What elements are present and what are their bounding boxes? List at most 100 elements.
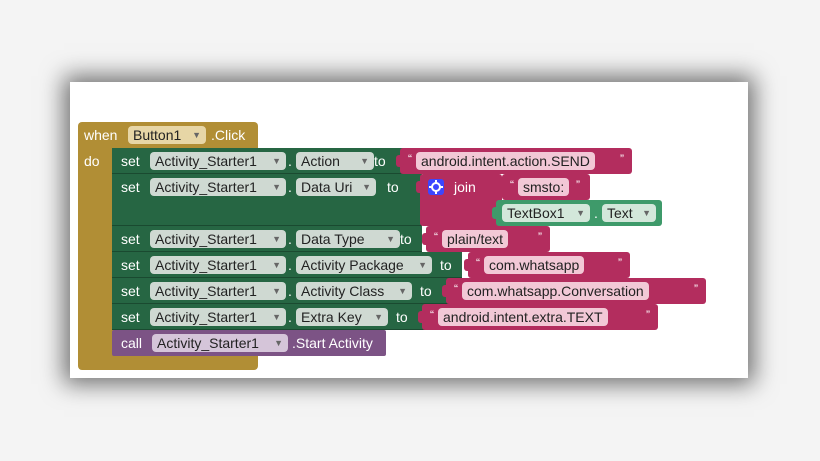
do-keyword: do [84,153,100,169]
component-dropdown[interactable]: Activity_Starter1 ▼ [150,230,286,248]
dropdown-arrow-icon: ▼ [398,286,407,296]
dropdown-arrow-icon: ▼ [272,182,281,192]
dot-separator: . [288,153,292,169]
set-keyword: set [121,231,140,247]
dot-separator: . [288,309,292,325]
start-activity-method-label: .Start Activity [292,335,373,351]
dropdown-arrow-icon: ▼ [272,260,281,270]
open-quote: “ [510,178,514,192]
close-quote: ” [620,152,624,166]
click-event-label: .Click [211,127,246,143]
property-dropdown[interactable]: Extra Key ▼ [296,308,388,326]
dot-separator: . [288,231,292,247]
open-quote: “ [476,256,480,270]
call-component-label: Activity_Starter1 [157,335,259,351]
to-keyword: to [440,257,452,273]
dropdown-arrow-icon: ▼ [386,234,395,244]
dot-separator: . [288,257,292,273]
text-literal-value[interactable]: com.whatsapp.Conversation [462,282,649,300]
to-keyword: to [400,231,412,247]
component-dropdown-label: Activity_Starter1 [155,309,257,325]
call-component-dropdown[interactable]: Activity_Starter1 ▼ [152,334,288,352]
set-keyword: set [121,283,140,299]
connector-tab [418,311,426,323]
dropdown-arrow-icon: ▼ [374,312,383,322]
button1-label: Button1 [133,127,182,143]
property-dropdown-label: Activity Package [301,257,404,273]
connector-tab [422,233,430,245]
set-keyword: set [121,257,140,273]
open-quote: “ [434,230,438,244]
dot-separator: . [594,205,598,221]
text-literal-value[interactable]: plain/text [442,230,509,248]
component-dropdown-label: Activity_Starter1 [155,231,257,247]
dropdown-arrow-icon: ▼ [274,338,283,348]
when-keyword: when [84,127,118,143]
dropdown-arrow-icon: ▼ [362,182,371,192]
component-dropdown[interactable]: Activity_Starter1 ▼ [150,178,286,196]
to-keyword: to [387,179,399,195]
dropdown-arrow-icon: ▼ [272,286,281,296]
call-keyword: call [121,335,143,351]
component-dropdown-label: Activity_Starter1 [155,153,257,169]
component-dropdown-label: Activity_Starter1 [155,257,257,273]
property-dropdown-label: Extra Key [301,309,362,325]
to-keyword: to [420,283,432,299]
dot-separator: . [288,179,292,195]
dropdown-arrow-icon: ▼ [272,156,281,166]
open-quote: “ [408,152,412,166]
textbox-property-dropdown-label: Text [607,205,633,221]
to-keyword: to [396,309,408,325]
join-keyword: join [454,179,476,195]
property-dropdown-label: Data Uri [301,179,353,195]
connector-tab [464,259,472,271]
property-dropdown[interactable]: Activity Package ▼ [296,256,432,274]
connector-tab [416,181,424,193]
text-literal-value[interactable]: smsto: [518,178,570,196]
component-dropdown[interactable]: Activity_Starter1 ▼ [150,256,286,274]
component-dropdown-label: Activity_Starter1 [155,283,257,299]
dropdown-arrow-icon: ▼ [360,156,369,166]
component-dropdown[interactable]: Activity_Starter1 ▼ [150,308,286,326]
close-quote: ” [576,178,580,192]
component-dropdown[interactable]: Activity_Starter1 ▼ [150,152,286,170]
gear-icon[interactable] [428,179,444,195]
dropdown-arrow-icon: ▼ [576,208,585,218]
set-keyword: set [121,309,140,325]
close-quote: ” [538,230,542,244]
set-keyword: set [121,153,140,169]
text-literal-value[interactable]: android.intent.extra.TEXT [438,308,608,326]
dot-separator: . [288,283,292,299]
component-dropdown[interactable]: Activity_Starter1 ▼ [150,282,286,300]
to-keyword: to [374,153,386,169]
property-dropdown-label: Data Type [301,231,365,247]
property-dropdown[interactable]: Data Type ▼ [296,230,400,248]
dropdown-arrow-icon: ▼ [418,260,427,270]
open-quote: “ [454,282,458,296]
set-keyword: set [121,179,140,195]
textbox-component-dropdown[interactable]: TextBox1 ▼ [502,204,590,222]
text-literal-value[interactable]: com.whatsapp [484,256,585,274]
text-literal-value[interactable]: android.intent.action.SEND [416,152,595,170]
property-dropdown[interactable]: Data Uri ▼ [296,178,376,196]
dropdown-arrow-icon: ▼ [192,130,201,140]
close-quote: ” [694,282,698,296]
component-dropdown-label: Activity_Starter1 [155,179,257,195]
dropdown-arrow-icon: ▼ [272,312,281,322]
connector-tab [396,155,404,167]
open-quote: “ [430,308,434,322]
close-quote: ” [618,256,622,270]
property-dropdown[interactable]: Activity Class ▼ [296,282,412,300]
textbox-property-dropdown[interactable]: Text ▼ [602,204,656,222]
property-dropdown-label: Activity Class [301,283,385,299]
close-quote: ” [646,308,650,322]
property-dropdown[interactable]: Action ▼ [296,152,374,170]
button1-component-dropdown[interactable]: Button1 ▼ [128,126,206,144]
connector-tab [442,285,450,297]
property-dropdown-label: Action [301,153,340,169]
dropdown-arrow-icon: ▼ [642,208,651,218]
textbox-component-dropdown-label: TextBox1 [507,205,565,221]
dropdown-arrow-icon: ▼ [272,234,281,244]
connector-tab [492,207,500,219]
